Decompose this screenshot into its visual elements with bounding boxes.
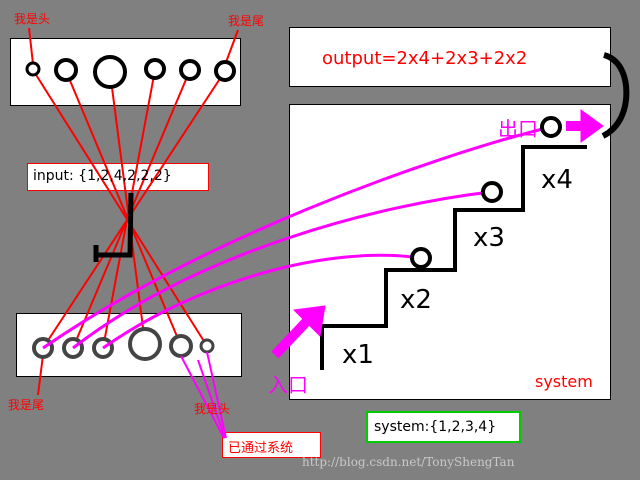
system-spec-box (366, 411, 521, 443)
staircase (320, 145, 587, 370)
top-queue-circles (25, 55, 236, 89)
bottom-tail-label: 我是尾 (8, 398, 45, 412)
top-circle-1 (25, 61, 41, 77)
bottom-circle-6 (199, 338, 215, 354)
step-circle-x4 (540, 116, 562, 138)
bottom-circle-5 (169, 334, 193, 358)
step-label-x2: x2 (400, 285, 432, 315)
top-circle-4 (144, 58, 166, 80)
bottom-circle-4 (128, 327, 162, 361)
output-box (289, 27, 611, 87)
step-label-x3: x3 (473, 223, 505, 253)
magenta-curves (42, 125, 551, 350)
black-bracket (601, 52, 630, 139)
system-spec-label: system:{1,2,3,4} (374, 419, 497, 435)
exit-label: 出口 (498, 117, 538, 141)
watermark: http://blog.csdn.net/TonyShengTan (302, 455, 515, 469)
input-label: input: {1,2,4,2,2,2} (33, 168, 172, 184)
passed-system-box (222, 432, 321, 458)
input-box (27, 163, 209, 191)
output-label: output=2x4+2x3+2x2 (322, 48, 528, 69)
step-label-x1: x1 (342, 340, 374, 370)
entry-arrow (271, 305, 326, 359)
system-name-label: system (535, 372, 593, 391)
top-circle-3 (93, 55, 127, 89)
top-circle-5 (179, 59, 201, 81)
step-label-x4: x4 (541, 165, 573, 195)
staircase-circles (410, 116, 562, 269)
step-circle-x2 (410, 247, 432, 269)
exit-arrow (566, 109, 604, 143)
bottom-queue-circles (32, 327, 215, 361)
top-circle-6 (214, 60, 236, 82)
passed-system-label: 已通过系统 (228, 441, 294, 456)
step-circle-x3 (481, 181, 503, 203)
top-tail-label: 我是尾 (228, 14, 265, 28)
top-circle-2 (54, 58, 78, 82)
magenta-pointer-lines (180, 351, 227, 439)
bottom-head-label: 我是头 (194, 402, 231, 416)
black-down-arrow (93, 192, 134, 262)
entry-label: 入口 (268, 373, 308, 397)
top-head-label: 我是头 (14, 12, 51, 26)
system-box (289, 104, 611, 400)
